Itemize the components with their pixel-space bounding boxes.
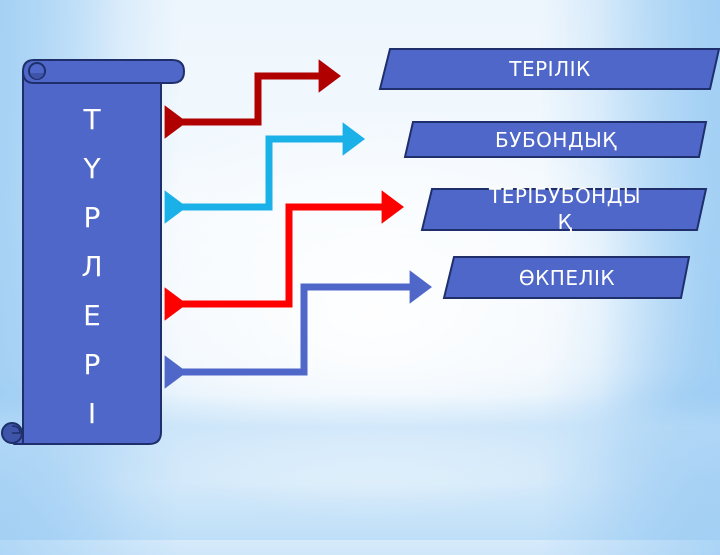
diagram-canvas (1, 48, 720, 445)
scroll-letter: Е (83, 299, 101, 332)
label-okpelik-text: ӨКПЕЛІК (518, 265, 616, 290)
arrow-4-connector (164, 270, 432, 389)
label-shape-bubondyk (403, 121, 708, 158)
scroll-title: Т Ү Р Л Е Р І (23, 83, 161, 433)
label-bubondyk-text: БУБОНДЫҚ (495, 127, 617, 152)
arrow-2-connector (164, 122, 365, 224)
arrow-1-connector (164, 59, 341, 139)
scroll-letter: Т (83, 103, 101, 136)
label-shape-terilik (378, 48, 720, 90)
label-teribubondyk-line1: ТЕРІБУБОНДЫ (489, 184, 641, 208)
scroll-letter: Л (81, 250, 103, 283)
label-teribubondyk-line2: Қ (557, 210, 573, 234)
scroll-letter: Ү (83, 152, 101, 185)
label-terilik: ТЕРІЛІК (385, 49, 715, 89)
label-shape-teribubondyk (420, 188, 708, 231)
label-okpelik: ӨКПЕЛІК (449, 257, 685, 298)
scroll-letter: Р (83, 201, 101, 234)
scroll-title-letters: Т Ү Р Л Е Р І (81, 83, 102, 438)
label-shape-okpelik (442, 256, 691, 299)
scroll-letter: Р (83, 348, 101, 381)
label-terilik-text: ТЕРІЛІК (509, 57, 591, 81)
label-bubondyk: БУБОНДЫҚ (409, 122, 703, 157)
scroll-letter: І (87, 397, 97, 430)
label-teribubondyk: ТЕРІБУБОНДЫ Қ (427, 176, 703, 242)
